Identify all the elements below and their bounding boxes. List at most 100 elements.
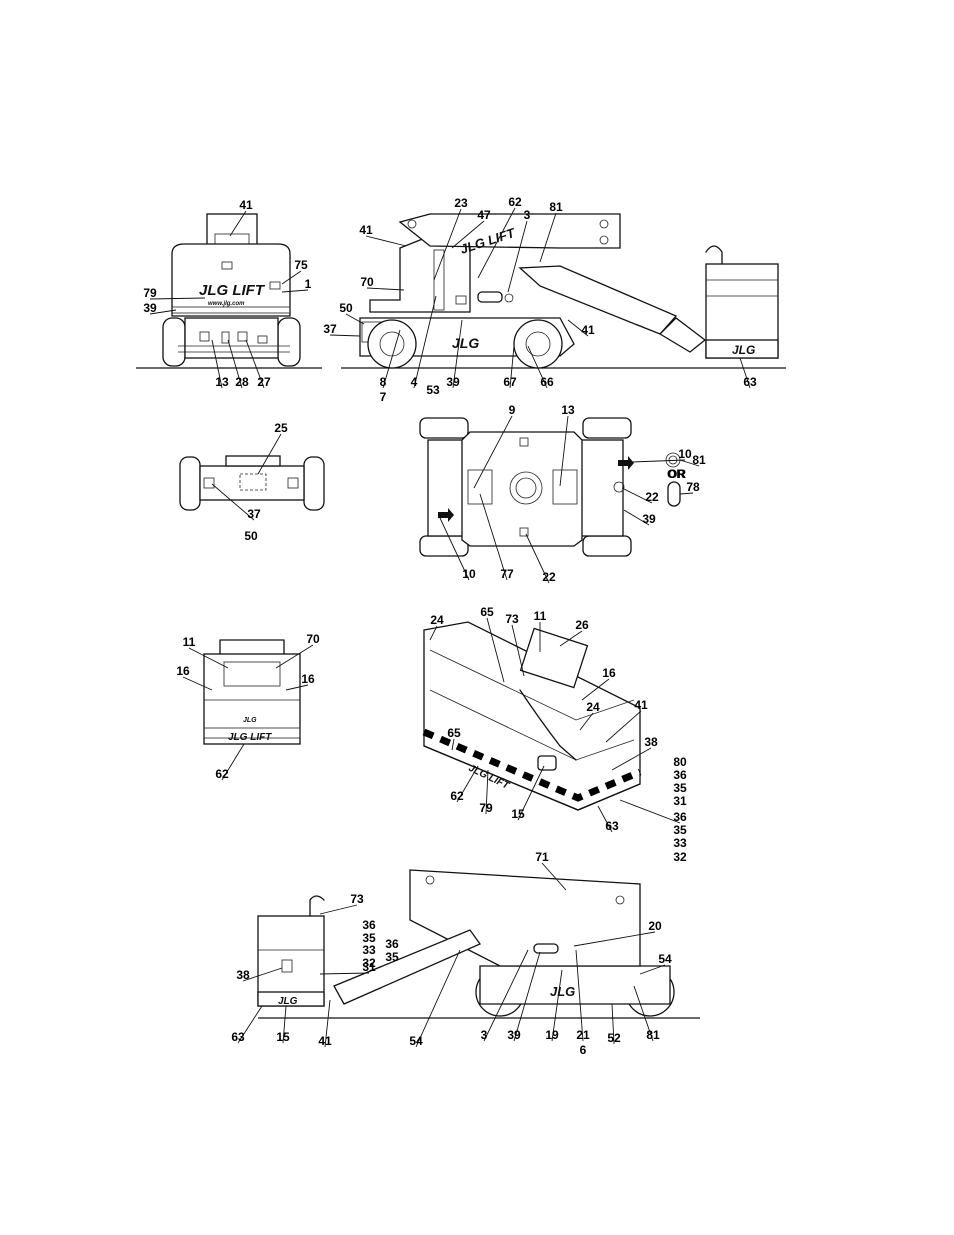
jlg-small-decal: JLG — [243, 717, 257, 724]
callout-28: 28 — [235, 375, 249, 389]
callout-leader-line — [149, 297, 206, 300]
callout-79: 79 — [479, 801, 493, 815]
callout-leader-line — [485, 769, 489, 815]
callout-39: 39 — [642, 512, 656, 526]
callout-leader-line — [575, 949, 584, 1042]
callout-leader-line — [282, 1005, 287, 1044]
callout-54: 54 — [658, 952, 672, 966]
callout-leader-line — [527, 345, 548, 389]
callout-leader-line — [433, 208, 462, 281]
callout-31: 31 — [673, 794, 687, 808]
callout-leader-line — [365, 235, 407, 247]
callout-leader-line — [621, 487, 653, 504]
callout-13: 13 — [561, 403, 575, 417]
callout-leader-line — [679, 492, 694, 495]
callout-leader-line — [511, 624, 525, 677]
callout-leader-line — [452, 319, 463, 389]
jlg-platform-ext-decal: JLG — [278, 996, 298, 1007]
jlg-side-ext-decal: JLG — [550, 984, 575, 999]
callout-leader-line — [211, 339, 223, 389]
callout-leader-line — [479, 493, 508, 581]
callout-leader-line — [245, 339, 265, 389]
callout-33: 33 — [362, 943, 376, 957]
callout-81: 81 — [646, 1028, 660, 1042]
callout-1: 1 — [305, 277, 312, 291]
callout-4: 4 — [411, 375, 418, 389]
callout-23: 23 — [454, 196, 468, 210]
callout-10: 10 — [678, 447, 692, 461]
callout-67: 67 — [503, 375, 517, 389]
callout-62: 62 — [450, 789, 464, 803]
callout-37: 37 — [323, 322, 337, 336]
callout-24: 24 — [586, 700, 600, 714]
jlg-platform-decal: JLG — [732, 343, 755, 357]
callout-16: 16 — [602, 666, 616, 680]
callout-53: 53 — [426, 383, 440, 397]
callout-leader-line — [319, 904, 358, 915]
top-chassis-view: OR — [419, 417, 686, 557]
callout-leader-line — [739, 357, 751, 389]
callout-leader-line — [345, 313, 365, 325]
callout-26: 26 — [575, 618, 589, 632]
callout-leader-line — [633, 985, 654, 1042]
callout-leader-line — [324, 999, 331, 1048]
callout-leader-line — [567, 319, 589, 337]
callout-leader-line — [623, 509, 650, 526]
callout-leader-line — [525, 533, 550, 584]
side-view-extended: JLG JLG — [257, 869, 700, 1019]
callout-36: 36 — [673, 810, 687, 824]
callout-leader-line — [237, 1005, 263, 1044]
callout-50: 50 — [244, 529, 258, 543]
callout-11: 11 — [534, 609, 547, 623]
callout-15: 15 — [276, 1030, 290, 1044]
callout-62: 62 — [215, 767, 229, 781]
callout-9: 9 — [509, 403, 516, 417]
callout-leader-line — [439, 517, 470, 581]
callout-41: 41 — [634, 698, 648, 712]
callout-leader-line — [579, 712, 594, 731]
callout-leader-line — [631, 459, 686, 463]
callout-20: 20 — [648, 919, 662, 933]
callout-35: 35 — [385, 950, 399, 964]
callout-leader-line — [541, 862, 567, 891]
callout-leader-line — [477, 207, 516, 279]
callout-3: 3 — [524, 208, 531, 222]
callout-41: 41 — [581, 323, 595, 337]
callout-66: 66 — [540, 375, 554, 389]
callout-70: 70 — [360, 275, 374, 289]
callout-21: 21 — [576, 1028, 590, 1042]
callout-65: 65 — [480, 605, 494, 619]
callout-80: 80 — [673, 755, 687, 769]
callout-leader-line — [281, 289, 309, 293]
callout-81: 81 — [549, 200, 563, 214]
callout-35: 35 — [673, 823, 687, 837]
callout-leader-line — [285, 684, 309, 691]
callout-81: 81 — [692, 453, 706, 467]
callout-leader-line — [507, 220, 528, 293]
callout-73: 73 — [505, 612, 519, 626]
callout-22: 22 — [542, 570, 556, 584]
callout-31: 31 — [362, 960, 376, 974]
callout-leader-line — [611, 1003, 615, 1045]
callout-6: 6 — [580, 1043, 587, 1057]
callout-leader-line — [382, 329, 401, 389]
callout-50: 50 — [339, 301, 353, 315]
callout-leader-line — [149, 309, 177, 315]
callout-47: 47 — [477, 208, 491, 222]
callout-leader-line — [242, 967, 283, 982]
callout-leader-line — [366, 287, 405, 291]
callout-leader-line — [188, 647, 229, 669]
callout-36: 36 — [362, 918, 376, 932]
callout-65: 65 — [447, 726, 461, 740]
callout-leader-line — [281, 270, 302, 285]
callout-71: 71 — [535, 850, 549, 864]
callout-leader-line — [473, 415, 513, 489]
callout-41: 41 — [318, 1034, 332, 1048]
callout-leader-line — [509, 345, 515, 389]
callout-39: 39 — [143, 301, 157, 315]
callout-leader-line — [456, 765, 479, 803]
callout-leader-line — [221, 743, 245, 781]
callout-leader-line — [429, 625, 438, 641]
